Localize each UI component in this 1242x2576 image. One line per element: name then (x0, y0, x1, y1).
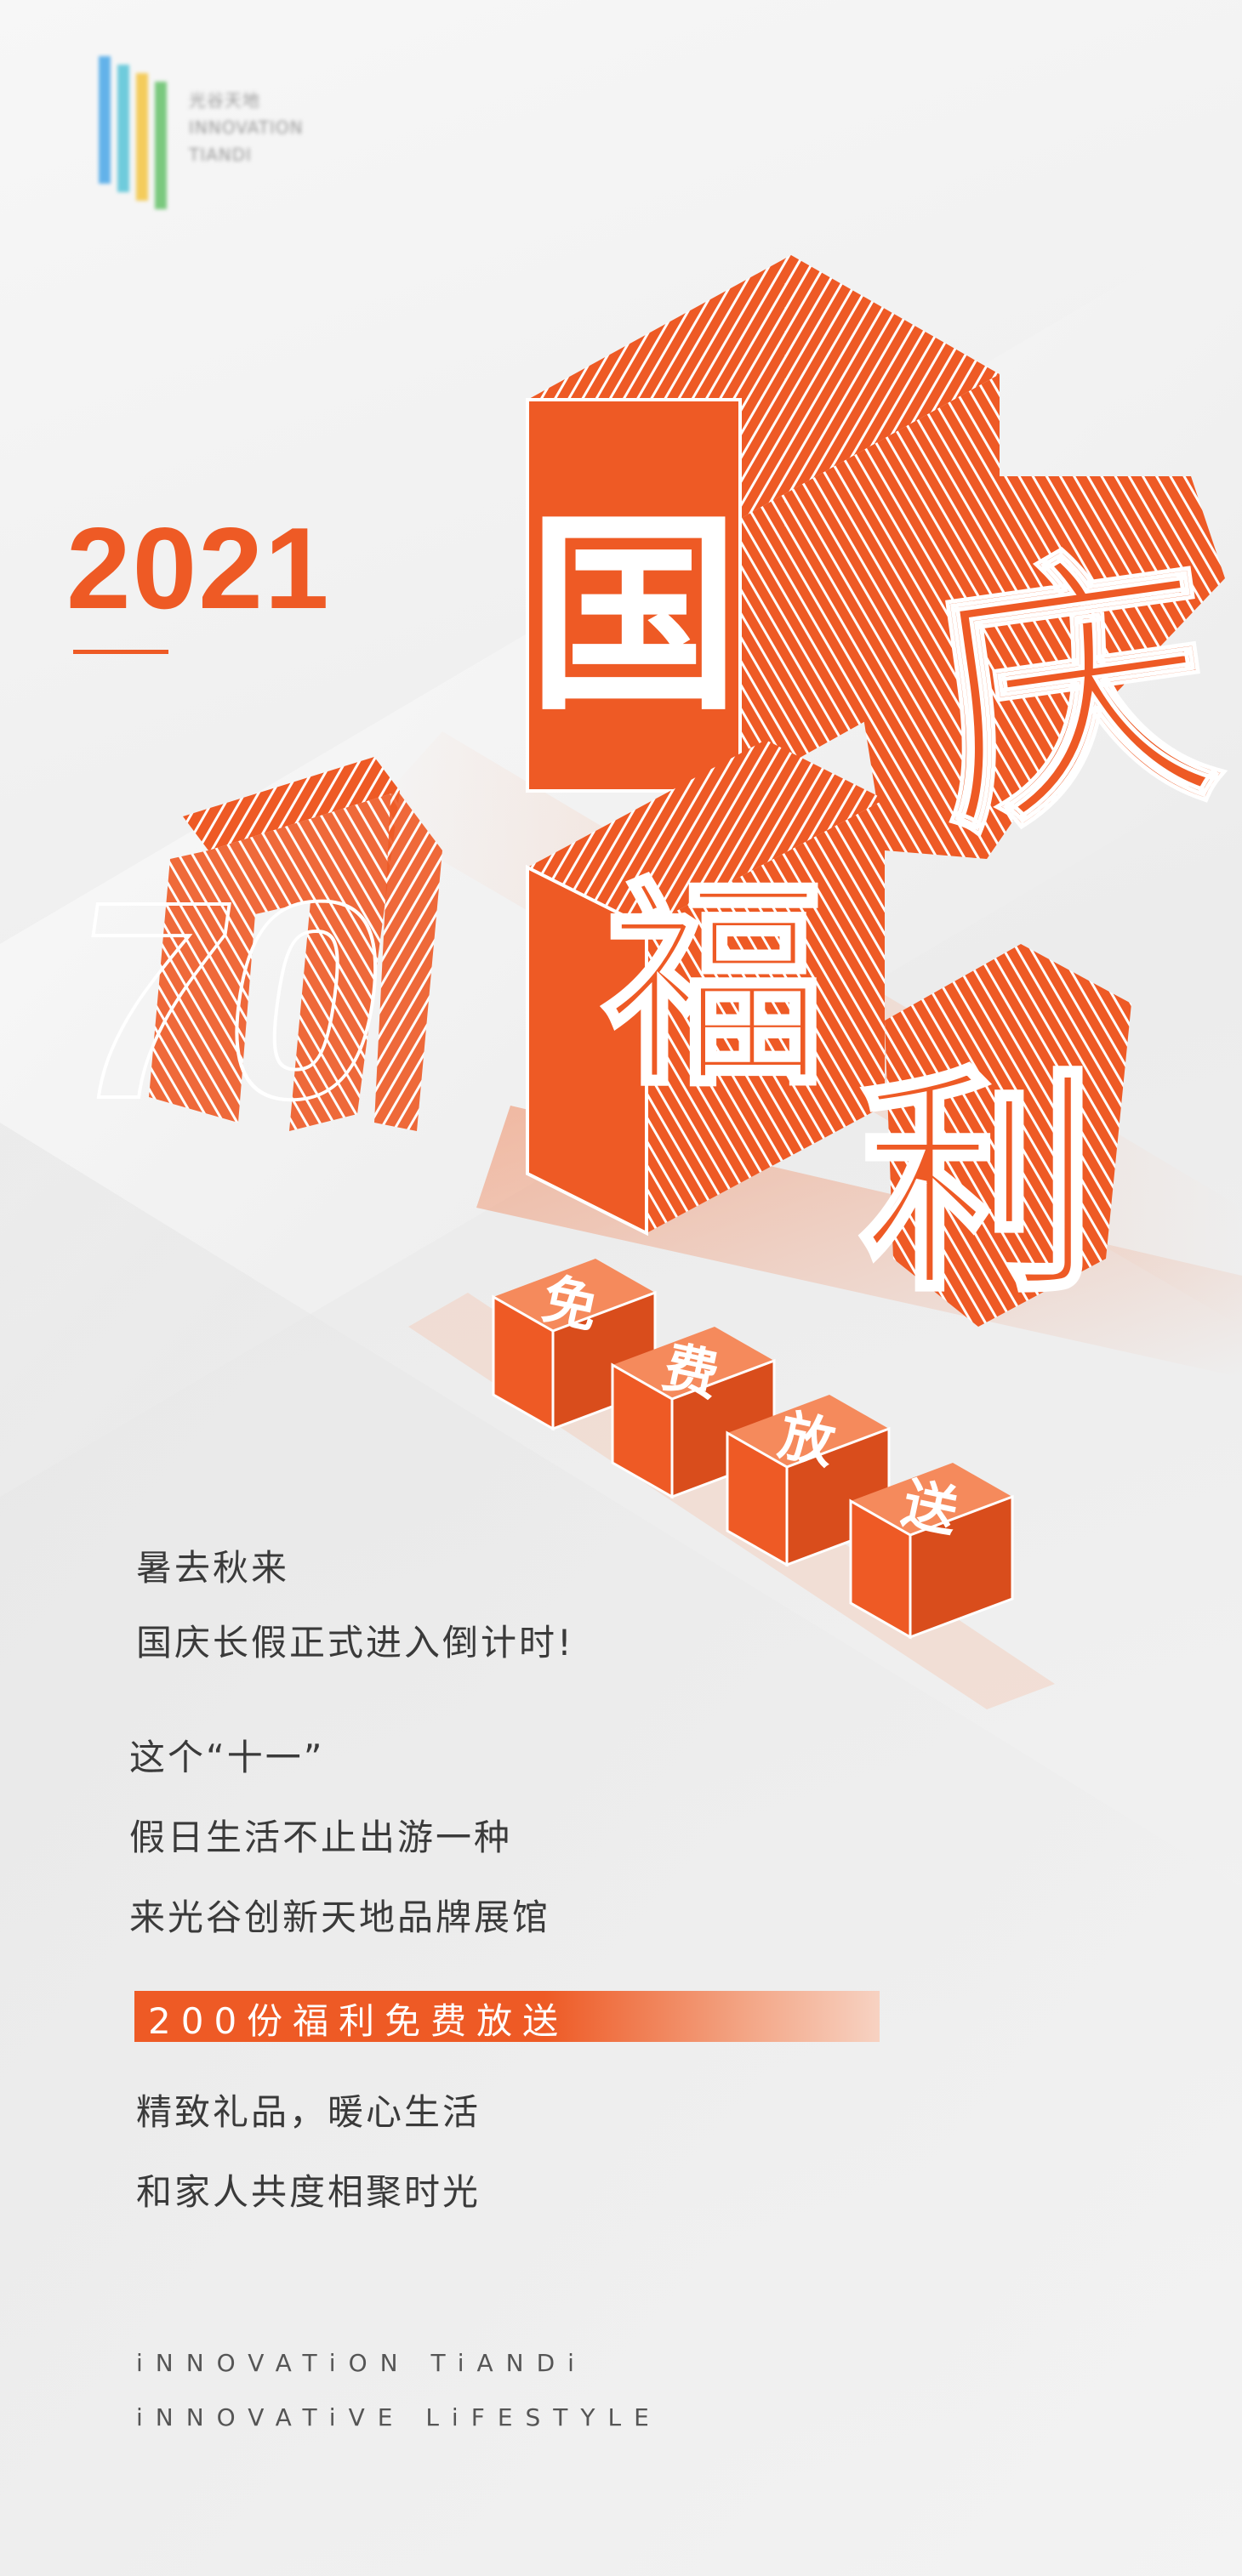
copy-line-7: 和家人共度相聚时光 (136, 2171, 481, 2213)
title-qing: 庆 (851, 476, 1238, 877)
title-li-text: 利 (859, 1047, 1097, 1324)
title-qing-text: 庆 (912, 513, 1235, 875)
footer-line-1: iNNOVATiON TiANDi (136, 2349, 587, 2377)
number-70: 70 (48, 757, 442, 1159)
year-underline (73, 650, 168, 654)
copy-line-6: 精致礼品，暖心生活 (136, 2091, 481, 2133)
cube-row: 免 费 放 送 (492, 1259, 1014, 1640)
copy-line-3: 这个“十一” (129, 1737, 325, 1778)
logo-mark-icon (99, 56, 167, 209)
cube-1-text: 免 (537, 1268, 603, 1341)
copy-line-4: 假日生活不止出游一种 (129, 1817, 513, 1858)
title-li: 利 (857, 944, 1131, 1327)
logo-line-2: INNOVATION (189, 117, 304, 138)
cube-4-text: 送 (897, 1472, 963, 1545)
title-fu-text: 福 (601, 859, 825, 1116)
footer-line-2: iNNOVATiVE LiFESTYLE (136, 2403, 662, 2431)
logo-text: 光谷天地 INNOVATION TIANDI (189, 87, 304, 168)
cube-3-text: 放 (773, 1404, 840, 1477)
logo-line-1: 光谷天地 (189, 90, 260, 111)
logo-line-3: TIANDI (189, 145, 253, 165)
title-fu: 福 (526, 740, 885, 1237)
copy-line-5: 来光谷创新天地品牌展馆 (129, 1896, 551, 1938)
copy-line-2: 国庆长假正式进入倒计时! (136, 1622, 574, 1663)
title-guo-text: 国 (527, 492, 740, 739)
number-text: 70 (50, 844, 407, 1157)
title-artwork: 70 国 庆 福 利 免 费 (48, 255, 1242, 1640)
title-guo: 国 (526, 255, 1000, 793)
promo-banner-text: 200份福利免费放送 (148, 2000, 569, 2042)
copy-line-1: 暑去秋来 (136, 1547, 290, 1589)
year-label: 2021 (66, 503, 331, 633)
cube-2-text: 费 (658, 1336, 724, 1409)
cube-4: 送 (849, 1463, 1014, 1640)
promo-banner (134, 1991, 880, 2042)
